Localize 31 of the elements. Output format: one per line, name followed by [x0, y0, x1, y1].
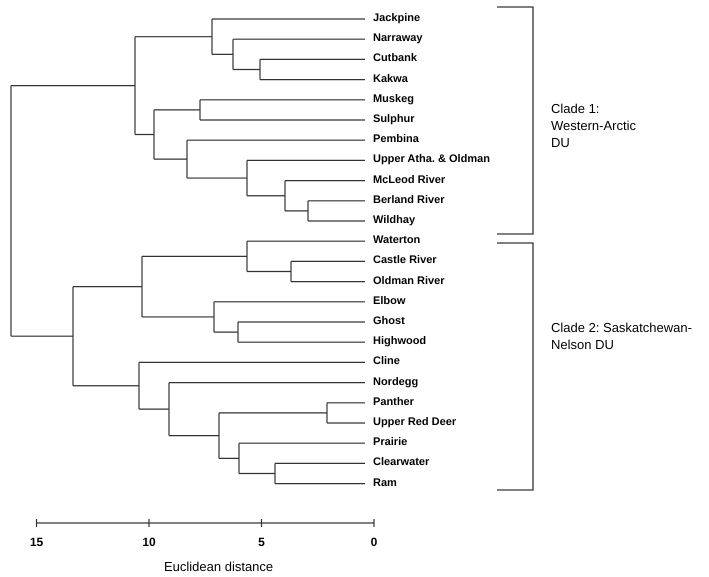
leaf-label: Upper Atha. & Oldman — [373, 154, 490, 166]
tick-label: 5 — [258, 536, 265, 548]
leaf-label: Wildhay — [373, 215, 416, 226]
leaf-label: Pembina — [373, 134, 419, 146]
leaf-label: Elbow — [373, 296, 406, 307]
leaf-label: Cutbank — [373, 53, 417, 64]
tick-label: 0 — [370, 536, 378, 548]
tick-label: 10 — [142, 536, 156, 548]
leaf-label: Panther — [373, 396, 414, 408]
tick-label: 15 — [30, 536, 44, 548]
clade-label: Clade 2: Saskatchewan-Nelson DU — [551, 319, 693, 353]
leaf-label: Upper Red Deer — [373, 417, 456, 428]
leaf-label: Kakwa — [373, 74, 408, 85]
leaf-label: Waterton — [373, 235, 420, 246]
leaf-label: Narraway — [373, 33, 423, 44]
clade-label: Clade 1: Western-Arctic DU — [551, 100, 637, 151]
axis-title: Euclidean distance — [164, 560, 274, 573]
leaf-label: Jackpine — [373, 13, 420, 24]
leaf-label: Nordegg — [373, 376, 418, 388]
leaf-label: Highwood — [373, 336, 426, 348]
leaf-label: Clearwater — [373, 457, 430, 468]
leaf-label: Oldman River — [373, 276, 445, 287]
leaf-label: Castle River — [373, 255, 437, 266]
leaf-label: Prairie — [373, 437, 408, 448]
leaf-label: Sulphur — [373, 114, 415, 125]
leaf-label: Muskeg — [373, 94, 414, 105]
leaf-label: Cline — [373, 356, 400, 368]
leaf-label: Ghost — [373, 316, 405, 327]
leaf-label: Berland River — [373, 194, 445, 206]
leaf-label: McLeod River — [373, 174, 446, 186]
leaf-label: Ram — [373, 478, 397, 489]
